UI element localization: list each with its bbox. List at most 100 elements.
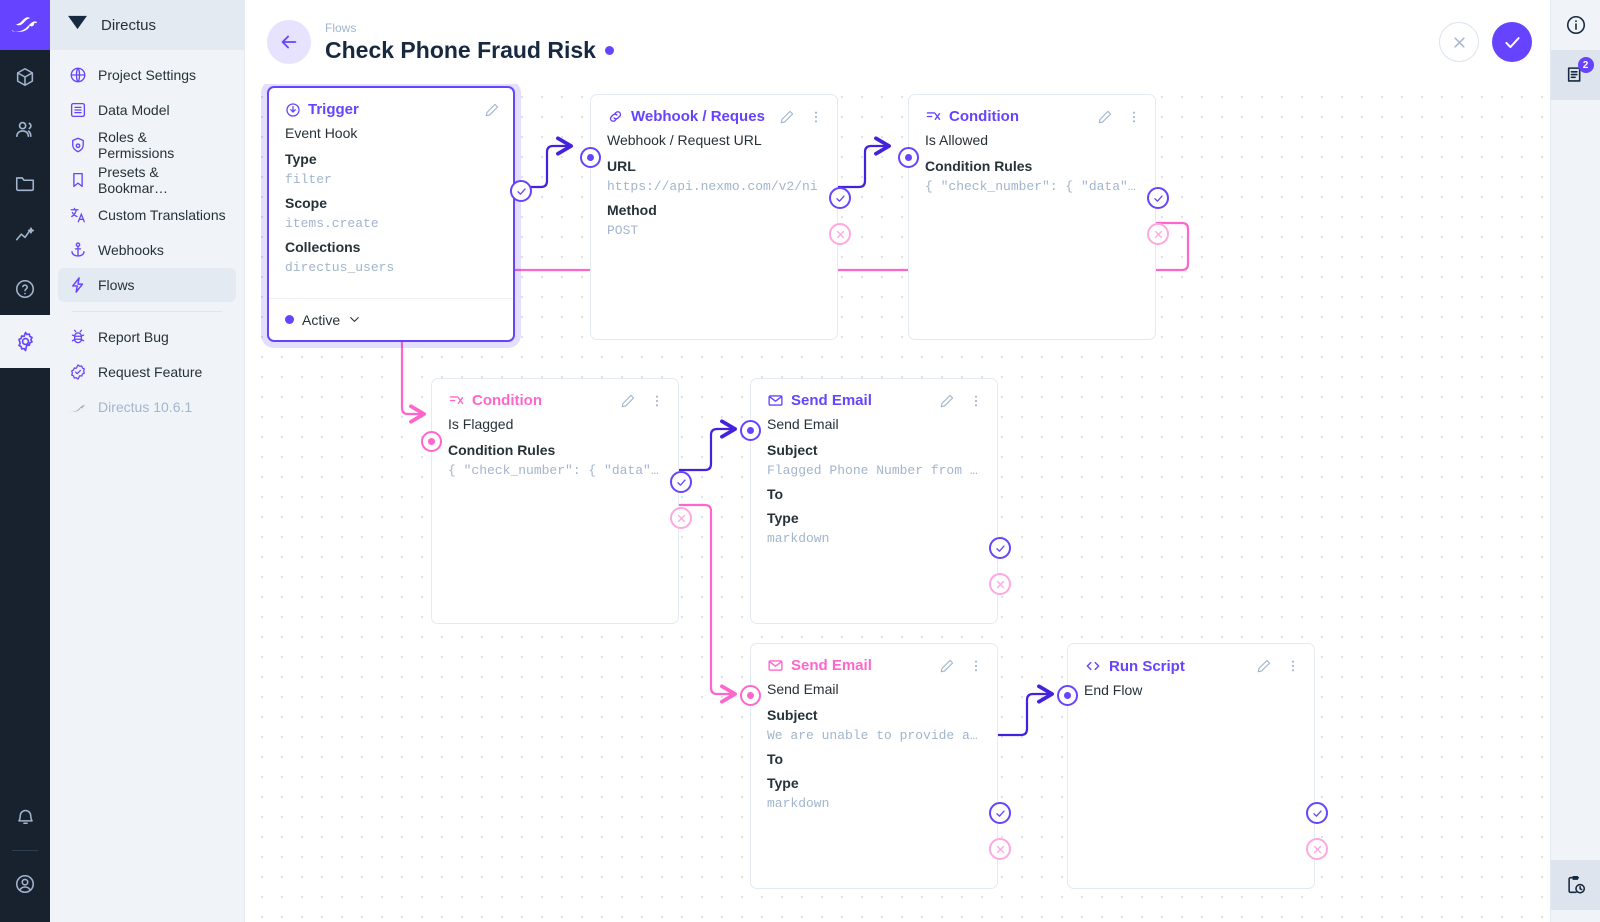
- flow-node-send-email-unable[interactable]: Send Email Send Email Sub: [740, 643, 1011, 889]
- resolve-port[interactable]: [989, 537, 1011, 559]
- flow-node-send-email-flagged[interactable]: Send Email Send Email Sub: [740, 378, 1011, 624]
- edit-icon[interactable]: [1097, 109, 1113, 125]
- reject-port[interactable]: [989, 838, 1011, 860]
- more-options-icon[interactable]: [1126, 109, 1142, 125]
- reject-port[interactable]: [670, 507, 692, 529]
- input-port[interactable]: [740, 685, 761, 706]
- resolve-port[interactable]: [670, 471, 692, 493]
- sidebar-item-roles-permissions[interactable]: Roles & Permissions: [58, 128, 236, 162]
- rail-icon-account[interactable]: [0, 857, 50, 910]
- sidebar-item-flows[interactable]: Flows: [58, 268, 236, 302]
- breadcrumb[interactable]: Flows: [325, 20, 357, 35]
- sidebar-item-custom-translations[interactable]: Custom Translations: [58, 198, 236, 232]
- edit-icon[interactable]: [779, 109, 795, 125]
- sidebar-item-report-bug[interactable]: Report Bug: [58, 320, 236, 354]
- input-port[interactable]: [1057, 685, 1078, 706]
- field-value: items.create: [285, 216, 379, 231]
- node-header: Condition: [432, 379, 678, 409]
- header-actions: [1439, 22, 1532, 62]
- trigger-status-dropdown[interactable]: Active: [269, 298, 513, 340]
- save-button[interactable]: [1492, 22, 1532, 62]
- flow-node-run-script[interactable]: Run Script End Flow: [1057, 643, 1328, 889]
- node-header: Run Script: [1068, 644, 1314, 675]
- field-value: POST: [607, 223, 639, 238]
- rail-icon-settings[interactable]: [0, 315, 50, 368]
- resolve-port[interactable]: [510, 180, 532, 202]
- more-options-icon[interactable]: [808, 109, 824, 125]
- field-value: filter: [285, 172, 332, 187]
- rail-icon-files[interactable]: [0, 156, 50, 209]
- shield-icon: [68, 136, 87, 155]
- resolve-port[interactable]: [829, 187, 851, 209]
- node-body: Is Flagged Condition Rules { "check_numb…: [432, 409, 678, 481]
- input-port[interactable]: [580, 147, 601, 168]
- sidebar-item-webhooks[interactable]: Webhooks: [58, 233, 236, 267]
- rail-icon-notifications[interactable]: [0, 791, 50, 844]
- rail-icon-content[interactable]: [0, 50, 50, 103]
- sidebar-item-label: Request Feature: [98, 364, 203, 380]
- sidebar-item-request-feature[interactable]: Request Feature: [58, 355, 236, 389]
- field-key: URL: [607, 158, 636, 174]
- sidebar-item-data-model[interactable]: Data Model: [58, 93, 236, 127]
- node-title: Run Script: [1109, 657, 1185, 675]
- more-options-icon[interactable]: [1285, 658, 1301, 674]
- flow-canvas[interactable]: Trigger Event Hook Type filter Scope ite…: [245, 84, 1550, 922]
- badge-check-icon: [68, 363, 87, 382]
- field-key: Condition Rules: [448, 442, 556, 458]
- back-button[interactable]: [267, 20, 311, 64]
- resolve-port[interactable]: [1306, 802, 1328, 824]
- reject-port[interactable]: [989, 573, 1011, 595]
- edit-icon[interactable]: [939, 658, 955, 674]
- flow-node-condition-flagged[interactable]: Condition Is Flagged Cond: [421, 378, 692, 624]
- edit-icon[interactable]: [1256, 658, 1272, 674]
- rail-icon-help[interactable]: [0, 262, 50, 315]
- sidebar-item-presets-bookmarks[interactable]: Presets & Bookmar…: [58, 163, 236, 197]
- flow-node-webhook[interactable]: Webhook / Request U Webhook / Reque: [580, 94, 851, 340]
- field-key: Type: [285, 151, 317, 167]
- revisions-icon[interactable]: [1550, 860, 1600, 910]
- more-options-icon[interactable]: [968, 658, 984, 674]
- edit-icon[interactable]: [484, 102, 500, 118]
- field-value: We are unable to provide a…: [767, 728, 978, 743]
- directus-logo[interactable]: [0, 0, 50, 50]
- reject-port[interactable]: [1306, 838, 1328, 860]
- sidebar-divider: [72, 311, 222, 312]
- node-name: Event Hook: [285, 125, 358, 141]
- condition-icon: [448, 392, 465, 409]
- info-icon[interactable]: [1551, 0, 1600, 50]
- comments-icon[interactable]: 2: [1550, 50, 1600, 100]
- main-area: Flows Check Phone Fraud Risk: [245, 0, 1550, 922]
- more-options-icon[interactable]: [968, 393, 984, 409]
- resolve-port[interactable]: [989, 802, 1011, 824]
- node-title: Send Email: [791, 657, 872, 674]
- field-key: Collections: [285, 239, 361, 255]
- globe-icon: [68, 66, 87, 85]
- edit-icon[interactable]: [620, 393, 636, 409]
- rail-icon-users[interactable]: [0, 103, 50, 156]
- input-port[interactable]: [421, 431, 442, 452]
- more-options-icon[interactable]: [649, 393, 665, 409]
- node-body: Event Hook Type filter Scope items.creat…: [269, 118, 513, 278]
- reject-port[interactable]: [829, 223, 851, 245]
- edit-icon[interactable]: [939, 393, 955, 409]
- field-key: Type: [767, 510, 799, 526]
- input-port[interactable]: [740, 420, 761, 441]
- reject-port[interactable]: [1147, 223, 1169, 245]
- flow-node-condition-allowed[interactable]: Condition Is Allowed Cond: [898, 94, 1169, 340]
- node-header: Condition: [909, 95, 1155, 125]
- input-port[interactable]: [898, 147, 919, 168]
- sidebar-item-label: Presets & Bookmar…: [98, 164, 169, 196]
- node-title: Condition: [949, 108, 1019, 125]
- rail-icon-insights[interactable]: [0, 209, 50, 262]
- field-key: Scope: [285, 195, 328, 211]
- cancel-button[interactable]: [1439, 22, 1479, 62]
- mail-icon: [767, 657, 784, 674]
- field-value: Flagged Phone Number from …: [767, 463, 978, 478]
- sidebar-item-project-settings[interactable]: Project Settings: [58, 58, 236, 92]
- flow-node-trigger[interactable]: Trigger Event Hook Type filter Scope ite…: [267, 86, 532, 342]
- resolve-port[interactable]: [1147, 187, 1169, 209]
- link-icon: [607, 108, 624, 125]
- code-icon: [1084, 657, 1102, 675]
- field-value: { "check_number": { "data"…: [448, 463, 659, 478]
- node-body: Send Email Subject Flagged Phone Number …: [751, 409, 997, 549]
